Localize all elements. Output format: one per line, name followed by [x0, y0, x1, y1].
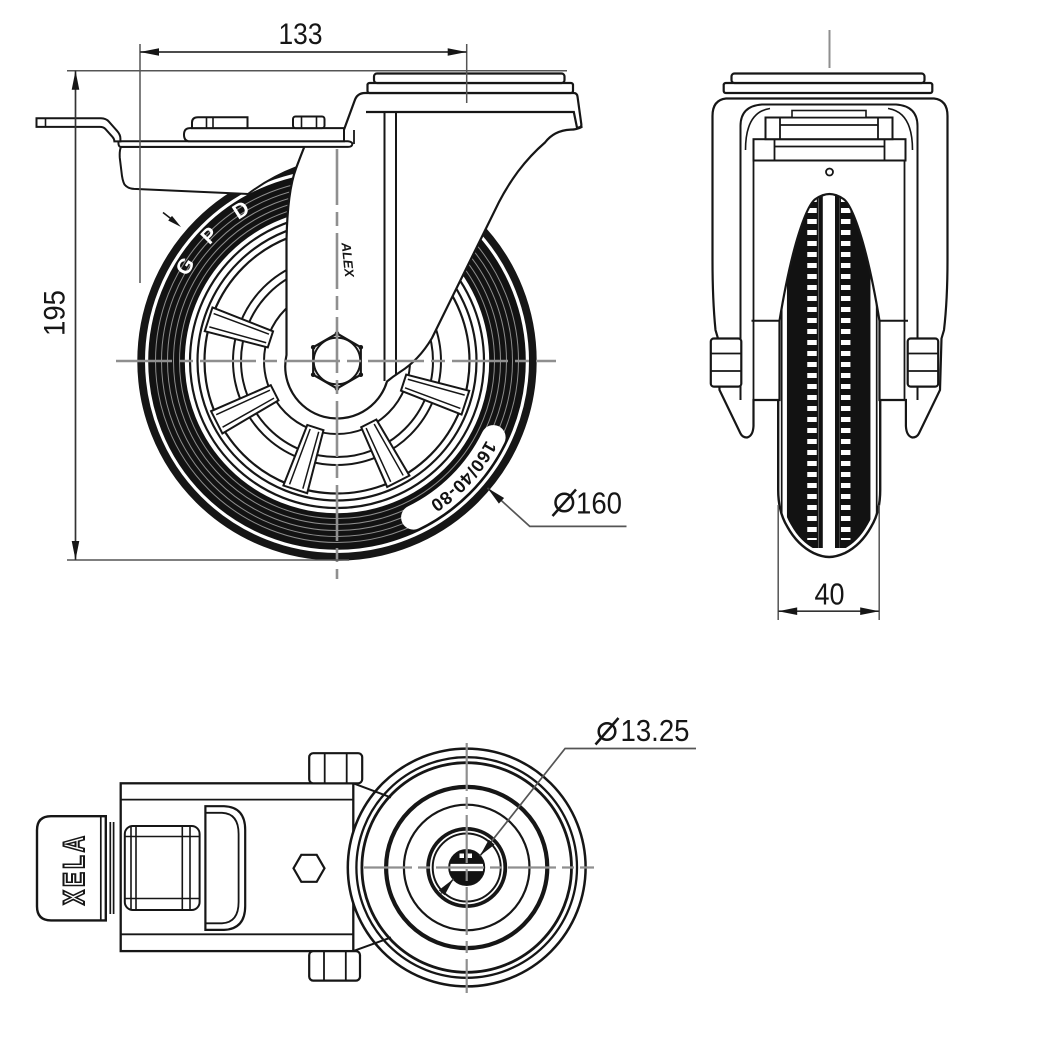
- svg-text:XELA: XELA: [57, 833, 91, 905]
- svg-text:13.25: 13.25: [621, 713, 690, 748]
- svg-text:133: 133: [279, 18, 323, 51]
- svg-text:40: 40: [815, 577, 845, 612]
- svg-text:160: 160: [576, 486, 622, 521]
- svg-text:ALEX: ALEX: [338, 241, 357, 279]
- svg-text:195: 195: [39, 290, 72, 336]
